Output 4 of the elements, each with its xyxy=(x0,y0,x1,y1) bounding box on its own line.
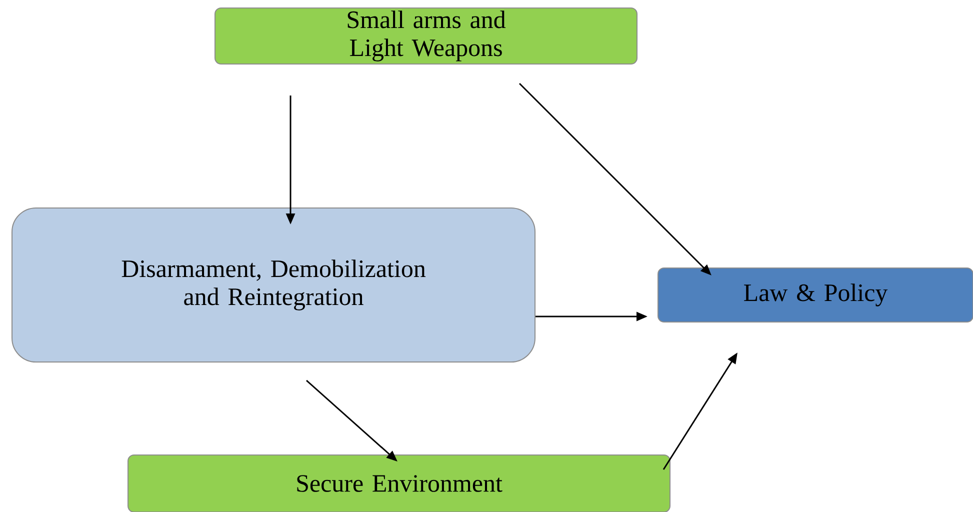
node-box: Law & Policy xyxy=(658,268,973,322)
node-box: Secure Environment xyxy=(128,454,670,512)
process-box: Disarmament, Demobilization and Reintegration xyxy=(12,208,536,362)
node-box: Small arms and Light Weapons xyxy=(214,8,638,64)
